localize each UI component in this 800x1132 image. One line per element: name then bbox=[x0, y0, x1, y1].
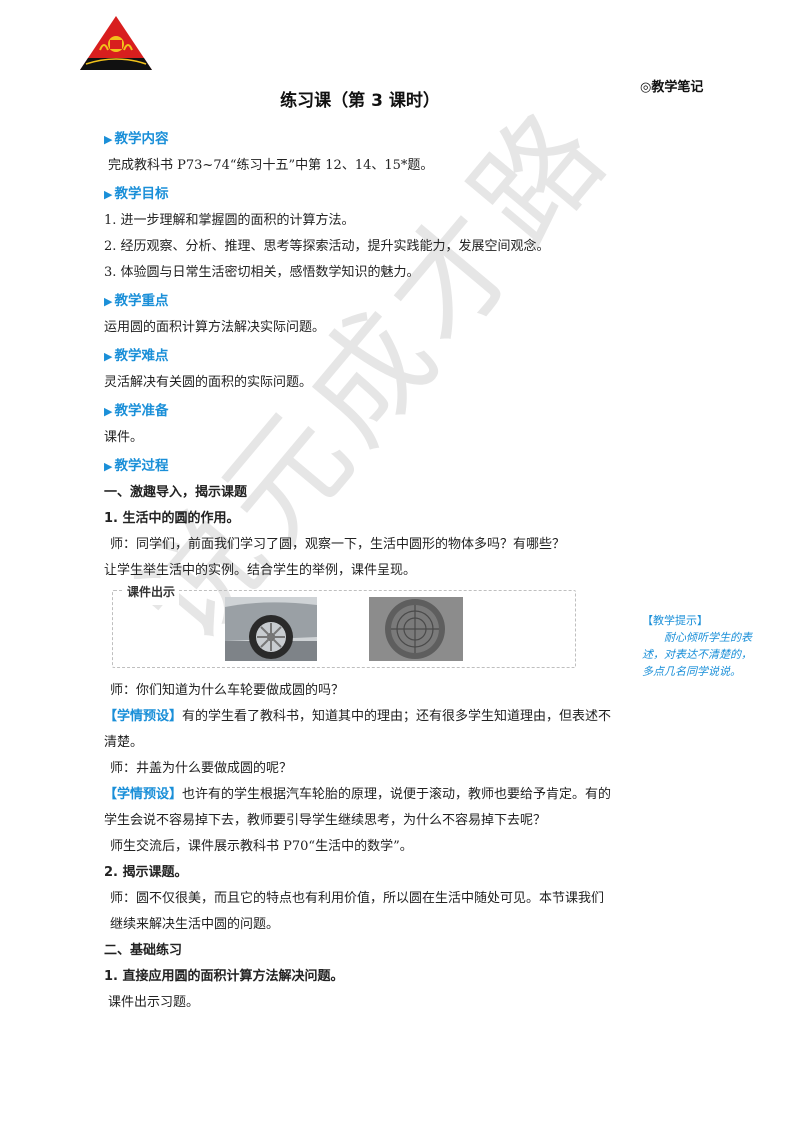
triangle-bullet-icon: ▶ bbox=[104, 133, 113, 146]
paragraph: 师：你们知道为什么车轮要做成圆的吗？ bbox=[110, 683, 345, 698]
part-1-1-heading: 1. 生活中的圆的作用。 bbox=[104, 511, 240, 526]
part-2-1-heading: 1. 直接应用圆的面积计算方法解决问题。 bbox=[104, 969, 344, 984]
page-title: 练习课（第 3 课时） bbox=[280, 91, 440, 111]
triangle-bullet-icon: ▶ bbox=[104, 405, 113, 418]
manhole-cover-image bbox=[369, 597, 463, 661]
part-2-heading: 二、基础练习 bbox=[104, 943, 183, 958]
paragraph: 让学生举生活中的实例。结合学生的举例，课件呈现。 bbox=[104, 563, 417, 578]
goal-item-3: 3. 体验圆与日常生活密切相关，感悟数学知识的魅力。 bbox=[104, 265, 420, 280]
lesson-content: ▶教学内容 完成教科书 P73~74“练习十五”中第 12、14、15*题。 ▶… bbox=[104, 124, 612, 1016]
goal-item-2: 2. 经历观察、分析、推理、思考等探索活动，提升实践能力，发展空间观念。 bbox=[104, 239, 550, 254]
teaching-tip-body: 耐心倾听学生的表述，对表达不清楚的，多点几名同学说说。 bbox=[642, 631, 752, 678]
section-prep-heading: ▶教学准备 bbox=[104, 403, 169, 419]
prep-body: 课件。 bbox=[104, 430, 144, 445]
paragraph: 课件出示习题。 bbox=[108, 995, 200, 1010]
section-key-heading: ▶教学重点 bbox=[104, 293, 169, 309]
part-1-2-heading: 2. 揭示课题。 bbox=[104, 865, 188, 880]
paragraph: 师：同学们，前面我们学习了圆，观察一下，生活中圆形的物体多吗？有哪些？ bbox=[110, 537, 566, 552]
difficult-body: 灵活解决有关圆的面积的实际问题。 bbox=[104, 375, 313, 390]
paragraph: 【学情预设】也许有的学生根据汽车轮胎的原理，说便于滚动，教师也要给予肯定。有的学… bbox=[104, 787, 612, 828]
paragraph: 师生交流后，课件展示教科书 P70“生活中的数学”。 bbox=[110, 839, 413, 854]
courseware-box: 课件出示 bbox=[112, 579, 576, 668]
goal-item-1: 1. 进一步理解和掌握圆的面积的计算方法。 bbox=[104, 213, 355, 228]
key-body: 运用圆的面积计算方法解决实际问题。 bbox=[104, 320, 326, 335]
triangle-bullet-icon: ▶ bbox=[104, 188, 113, 201]
paragraph: 师：圆不仅很美，而且它的特点也有利用价值，所以圆在生活中随处可见。本节课我们继续… bbox=[110, 891, 605, 932]
learning-preset-tag: 【学情预设】 bbox=[104, 709, 183, 724]
teaching-notes-label: ◎教学笔记 bbox=[640, 80, 704, 95]
content-body: 完成教科书 P73~74“练习十五”中第 12、14、15*题。 bbox=[108, 158, 434, 173]
teaching-tip-title: 【教学提示】 bbox=[642, 614, 708, 627]
paragraph: 师：井盖为什么要做成圆的呢？ bbox=[110, 761, 293, 776]
section-process-heading: ▶教学过程 bbox=[104, 458, 169, 474]
teaching-tip-sidebar: 【教学提示】 耐心倾听学生的表述，对表达不清楚的，多点几名同学说说。 bbox=[642, 612, 760, 680]
section-difficult-heading: ▶教学难点 bbox=[104, 348, 169, 364]
triangle-bullet-icon: ▶ bbox=[104, 295, 113, 308]
paragraph: 【学情预设】有的学生看了教科书，知道其中的理由；还有很多学生知道理由，但表述不清… bbox=[104, 709, 612, 750]
car-wheel-image bbox=[225, 597, 317, 661]
section-content-heading: ▶教学内容 bbox=[104, 131, 169, 147]
part-1-heading: 一、激趣导入，揭示课题 bbox=[104, 485, 248, 500]
triangle-bullet-icon: ▶ bbox=[104, 460, 113, 473]
learning-preset-tag: 【学情预设】 bbox=[104, 787, 183, 802]
courseware-label: 课件出示 bbox=[123, 579, 180, 605]
section-goals-heading: ▶教学目标 bbox=[104, 186, 169, 202]
triangle-bullet-icon: ▶ bbox=[104, 350, 113, 363]
school-logo-icon bbox=[80, 16, 152, 70]
